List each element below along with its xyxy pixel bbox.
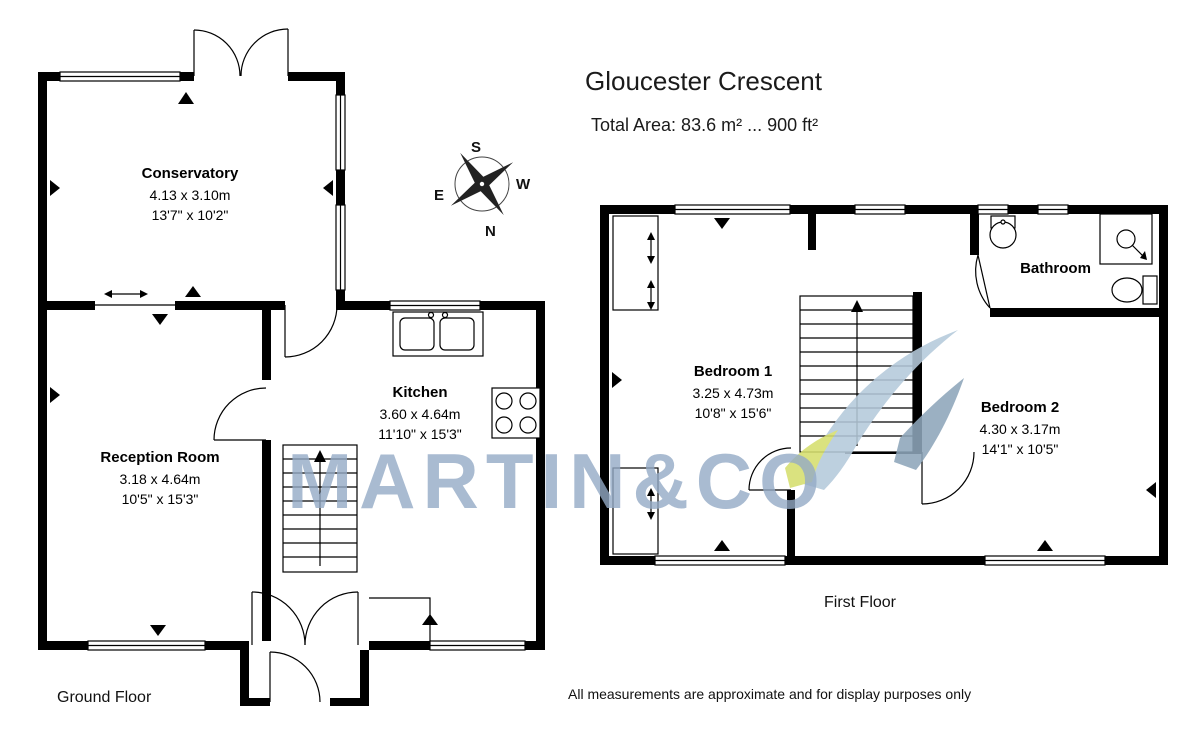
compass-label-s: S <box>471 139 481 156</box>
room-dim-imperial: 11'10" x 15'3" <box>378 426 462 443</box>
room-dim-imperial: 14'1" x 10'5" <box>981 441 1059 458</box>
room-dim-metric: 3.18 x 4.64m <box>119 471 201 487</box>
basin-icon <box>989 215 1017 249</box>
room-dim-metric: 3.25 x 4.73m <box>692 385 774 401</box>
disclaimer-text: All measurements are approximate and for… <box>568 686 972 702</box>
room-dim-metric: 3.60 x 4.64m <box>379 406 461 422</box>
first-doors <box>748 254 991 505</box>
first-windows <box>654 204 1106 566</box>
wardrobe-icon <box>612 215 659 555</box>
room-label-conservatory: Conservatory 4.13 x 3.10m 13'7" x 10'2" <box>90 165 290 226</box>
room-dim-imperial: 13'7" x 10'2" <box>151 207 229 224</box>
shower-icon <box>1099 213 1153 265</box>
ground-walls <box>38 72 545 706</box>
stairs-icon-ground <box>282 444 358 573</box>
room-name: Conservatory <box>141 165 239 182</box>
room-label-bathroom: Bathroom <box>1008 260 1103 280</box>
room-dim-imperial: 10'5" x 15'3" <box>121 491 199 508</box>
room-label-kitchen: Kitchen 3.60 x 4.64m 11'10" x 15'3" <box>325 384 515 445</box>
room-label-reception: Reception Room 3.18 x 4.64m 10'5" x 15'3… <box>60 449 260 510</box>
page-title: Gloucester Crescent <box>585 66 822 96</box>
ground-windows <box>59 71 526 651</box>
room-label-bedroom1: Bedroom 1 3.25 x 4.73m 10'8" x 15'6" <box>633 363 833 424</box>
view-markers-ground <box>50 92 438 636</box>
view-markers-first <box>612 218 1156 551</box>
room-name: Bedroom 2 <box>980 399 1060 416</box>
toilet-icon <box>1111 275 1158 305</box>
first-floor-label: First Floor <box>824 594 896 611</box>
room-label-bedroom2: Bedroom 2 4.30 x 3.17m 14'1" x 10'5" <box>920 399 1120 460</box>
agency-logo-swoosh <box>785 330 964 490</box>
ground-floor-plan <box>38 28 545 706</box>
room-name: Reception Room <box>100 449 220 466</box>
room-name: Bathroom <box>1020 260 1091 277</box>
sliding-door-arrowheads <box>104 290 148 298</box>
compass-label-w: W <box>516 176 531 193</box>
room-dim-imperial: 10'8" x 15'6" <box>694 405 772 422</box>
compass-label-e: E <box>434 187 444 204</box>
ground-floor-label: Ground Floor <box>57 689 152 706</box>
hob-icon <box>491 387 541 439</box>
room-name: Bedroom 1 <box>693 363 773 380</box>
room-name: Kitchen <box>392 384 448 401</box>
sink-icon <box>392 311 484 357</box>
total-area: Total Area: 83.6 m² ... 900 ft² <box>591 115 819 135</box>
room-dim-metric: 4.30 x 3.17m <box>979 421 1061 437</box>
compass-icon: S W E N <box>434 139 531 240</box>
compass-label-n: N <box>485 223 496 240</box>
room-dim-metric: 4.13 x 3.10m <box>149 187 231 203</box>
ground-doors <box>95 28 431 703</box>
